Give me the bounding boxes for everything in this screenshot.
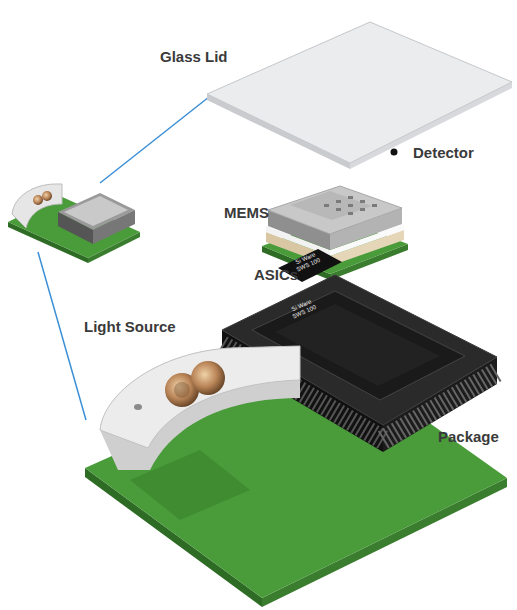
detector-dot — [391, 149, 398, 156]
part-label: Package — [438, 428, 517, 446]
leader-line — [38, 252, 86, 420]
part-label: Glass Lid — [160, 48, 250, 66]
glass-lid — [207, 22, 512, 169]
part-label: Detector — [413, 144, 503, 162]
light-source — [100, 346, 300, 470]
leader-line — [100, 93, 214, 183]
part-label: MEMS — [224, 204, 284, 222]
part-label: Light Source — [84, 318, 194, 336]
inset-module — [8, 184, 140, 263]
